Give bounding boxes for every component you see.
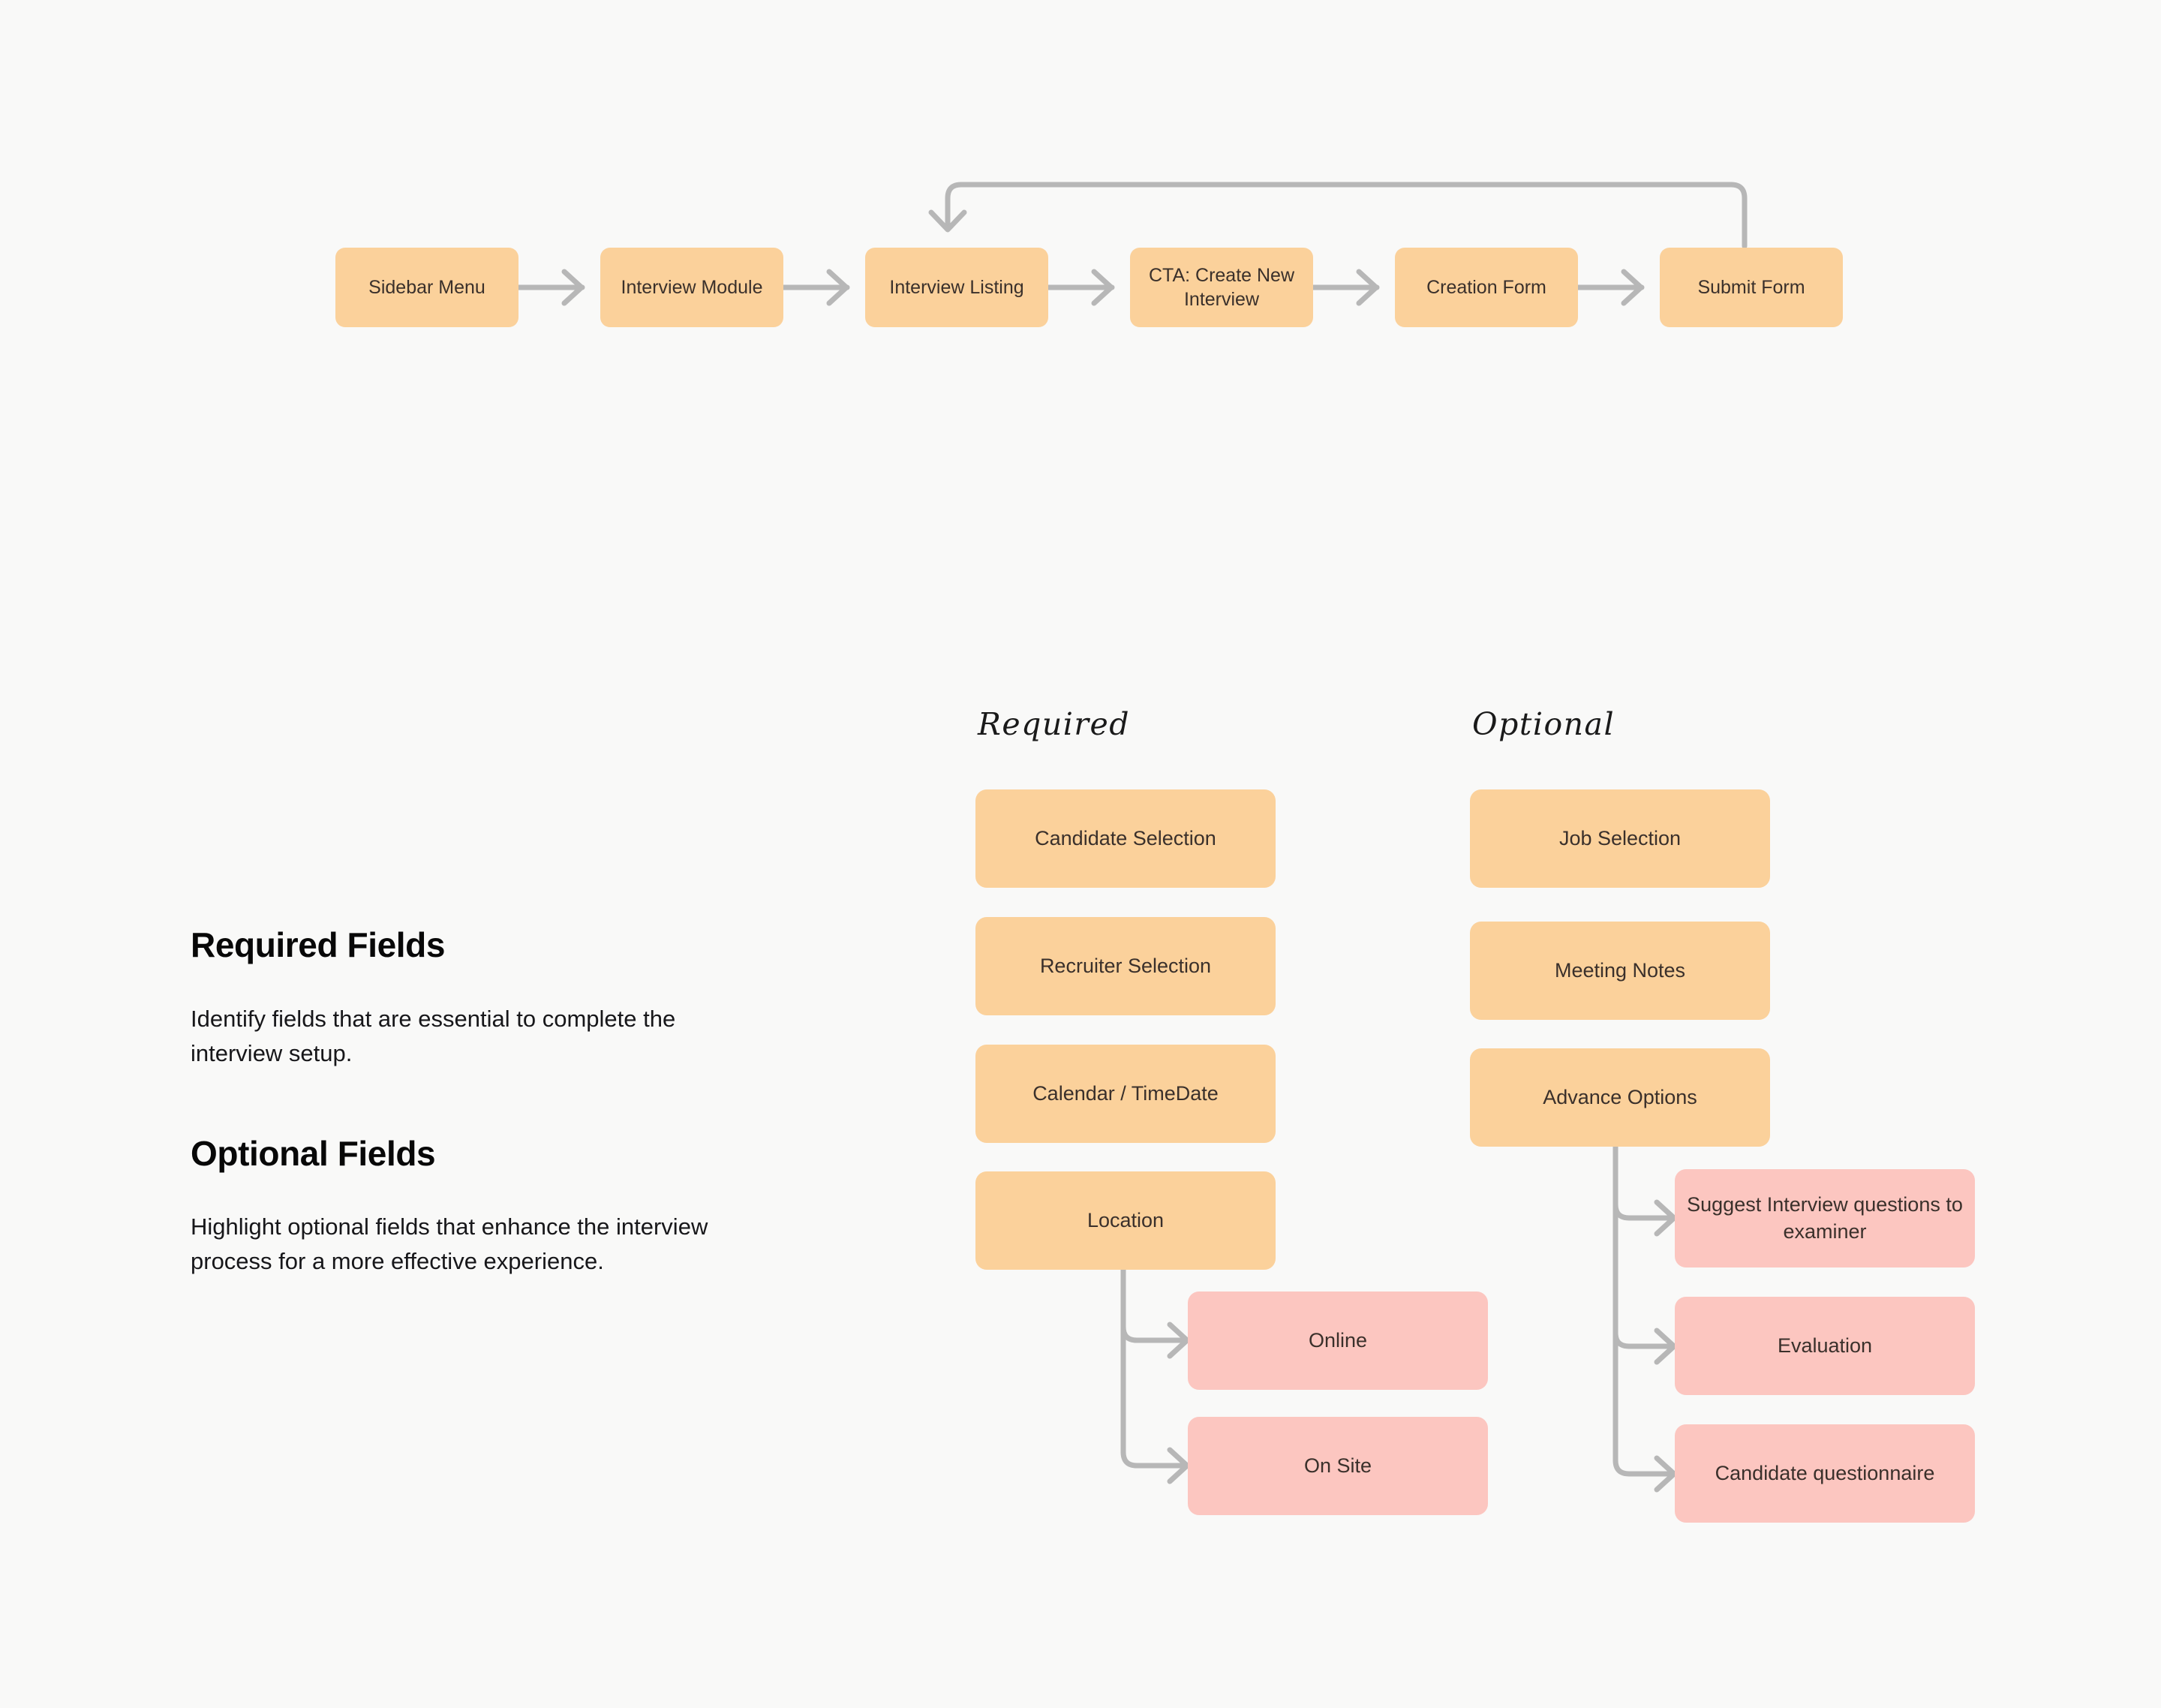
sub-node-suggest-interview-questions[interactable]: Suggest Interview questions to examiner — [1675, 1169, 1975, 1267]
flow-node-label: Submit Form — [1697, 276, 1805, 298]
sub-node-label: Evaluation — [1777, 1334, 1873, 1357]
flow-node-submit-form[interactable]: Submit Form — [1660, 248, 1843, 327]
field-node-label: Recruiter Selection — [1039, 954, 1212, 977]
field-node-candidate-selection[interactable]: Candidate Selection — [975, 789, 1276, 888]
flow-node-cta-create-new-interview[interactable]: CTA: Create New Interview — [1130, 248, 1313, 327]
flow-node-interview-module[interactable]: Interview Module — [600, 248, 783, 327]
field-node-label: Job Selection — [1558, 826, 1682, 849]
field-node-recruiter-selection[interactable]: Recruiter Selection — [975, 917, 1276, 1015]
required-column-title: Required — [978, 706, 1131, 742]
field-node-job-selection[interactable]: Job Selection — [1470, 789, 1770, 888]
flow-node-label: Creation Form — [1426, 276, 1546, 298]
arrow-creation-to-submit — [1575, 269, 1645, 306]
optional-fields-copy: Optional Fields — [191, 1133, 436, 1174]
arrow-location-to-online — [1120, 1254, 1191, 1359]
flow-node-label: CTA: Create New Interview — [1148, 264, 1295, 311]
arrow-feedback-loop — [928, 182, 1748, 249]
sub-node-evaluation[interactable]: Evaluation — [1675, 1297, 1975, 1395]
arrow-advance-to-evaluation — [1612, 1133, 1678, 1365]
arrow-listing-to-cta — [1045, 269, 1115, 306]
arrow-cta-to-creation-form — [1310, 269, 1380, 306]
arrow-location-to-onsite — [1120, 1254, 1191, 1484]
sub-node-label: On Site — [1303, 1454, 1372, 1477]
optional-fields-description-wrap: Highlight optional fields that enhance t… — [191, 1210, 716, 1279]
required-fields-description: Identify fields that are essential to co… — [191, 1006, 676, 1066]
sub-node-label: Online — [1308, 1328, 1368, 1352]
flow-node-label: Interview Listing — [889, 276, 1024, 298]
field-node-label: Calendar / TimeDate — [1032, 1081, 1219, 1105]
optional-fields-heading: Optional Fields — [191, 1134, 436, 1173]
required-fields-heading: Required Fields — [191, 925, 446, 964]
optional-column-title: Optional — [1472, 706, 1615, 742]
arrow-module-to-listing — [780, 269, 850, 306]
arrow-sidebar-to-module — [515, 269, 585, 306]
flow-node-sidebar-menu[interactable]: Sidebar Menu — [335, 248, 518, 327]
field-node-meeting-notes[interactable]: Meeting Notes — [1470, 922, 1770, 1020]
field-node-label: Candidate Selection — [1035, 826, 1216, 849]
optional-fields-description: Highlight optional fields that enhance t… — [191, 1213, 708, 1274]
flow-node-interview-listing[interactable]: Interview Listing — [865, 248, 1048, 327]
sub-node-on-site[interactable]: On Site — [1188, 1417, 1488, 1515]
field-node-advance-options[interactable]: Advance Options — [1470, 1048, 1770, 1147]
field-node-calendar-timedate[interactable]: Calendar / TimeDate — [975, 1045, 1276, 1143]
sub-node-label: Candidate questionnaire — [1715, 1461, 1935, 1484]
field-node-location[interactable]: Location — [975, 1171, 1276, 1270]
flow-node-label: Sidebar Menu — [368, 276, 485, 298]
arrow-advance-to-questionnaire — [1612, 1133, 1678, 1493]
required-fields-copy: Required Fields — [191, 925, 445, 965]
field-node-label: Meeting Notes — [1554, 958, 1686, 982]
sub-node-label: Suggest Interview questions to examiner — [1687, 1193, 1963, 1243]
flow-node-creation-form[interactable]: Creation Form — [1395, 248, 1578, 327]
field-node-label: Location — [1087, 1208, 1165, 1231]
arrow-advance-to-suggest-questions — [1612, 1133, 1678, 1237]
sub-node-online[interactable]: Online — [1188, 1292, 1488, 1390]
flow-node-label: Interview Module — [621, 276, 763, 298]
required-fields-description-wrap: Identify fields that are essential to co… — [191, 1002, 716, 1071]
sub-node-candidate-questionnaire[interactable]: Candidate questionnaire — [1675, 1424, 1975, 1523]
field-node-label: Advance Options — [1543, 1085, 1697, 1108]
